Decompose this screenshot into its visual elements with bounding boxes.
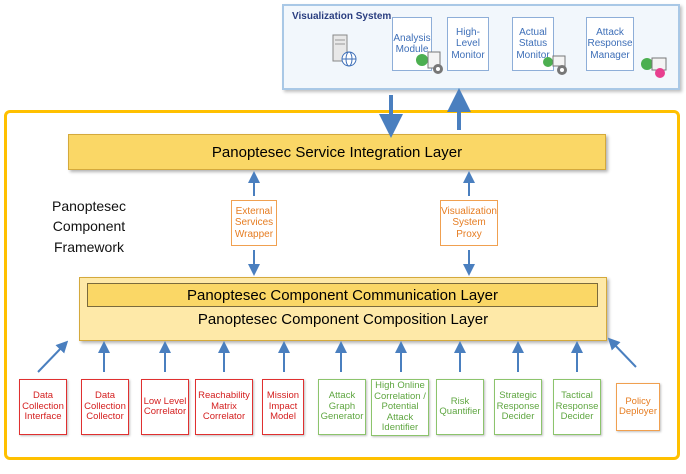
framework-label-line1: Panoptesec [52,198,126,214]
component-high-online-correlation: High Online Correlation / Potential Atta… [371,379,429,436]
composition-layer-label: Panoptesec Component Composition Layer [197,311,489,328]
framework-label-line2: Component [52,218,126,235]
arrow-component-1 [37,340,69,373]
component-data-collection-collector: Data Collection Collector [81,379,129,435]
component-data-collection-interface: Data Collection Interface [19,379,67,435]
component-policy-deployer: Policy Deployer [616,383,660,431]
external-services-wrapper-box: External Services Wrapper [231,200,277,246]
component-mission-impact-model: Mission Impact Model [262,379,304,435]
monitor-gear-icon [543,55,567,75]
framework-label: Panoptesec Component Framework [34,196,144,257]
high-level-monitor-box: High-Level Monitor [447,17,489,71]
component-tactical-response-decider: Tactical Response Decider [553,379,601,435]
attack-response-manager-box: Attack Response Manager [586,17,634,71]
component-low-level-correlator: Low Level Correlator [141,379,189,435]
component-risk-quantifier: Risk Quantifier [436,379,484,435]
framework-frame [4,110,680,460]
user-gear-icon [416,51,443,74]
arrow-component-11 [607,337,637,368]
framework-label-line3: Framework [53,238,124,255]
server-globe-icon [332,34,357,67]
visualization-system-proxy-box: Visualization System Proxy [440,200,498,246]
component-attack-graph-generator: Attack Graph Generator [318,379,366,435]
service-integration-layer: Panoptesec Service Integration Layer [68,134,606,170]
component-strategic-response-decider: Strategic Response Decider [494,379,542,435]
communication-layer: Panoptesec Component Communication Layer [87,283,598,307]
user-shield-icon [641,57,667,78]
component-reachability-matrix-correlator: Reachability Matrix Correlator [195,379,253,435]
visualization-system-title: Visualization System [292,11,392,22]
